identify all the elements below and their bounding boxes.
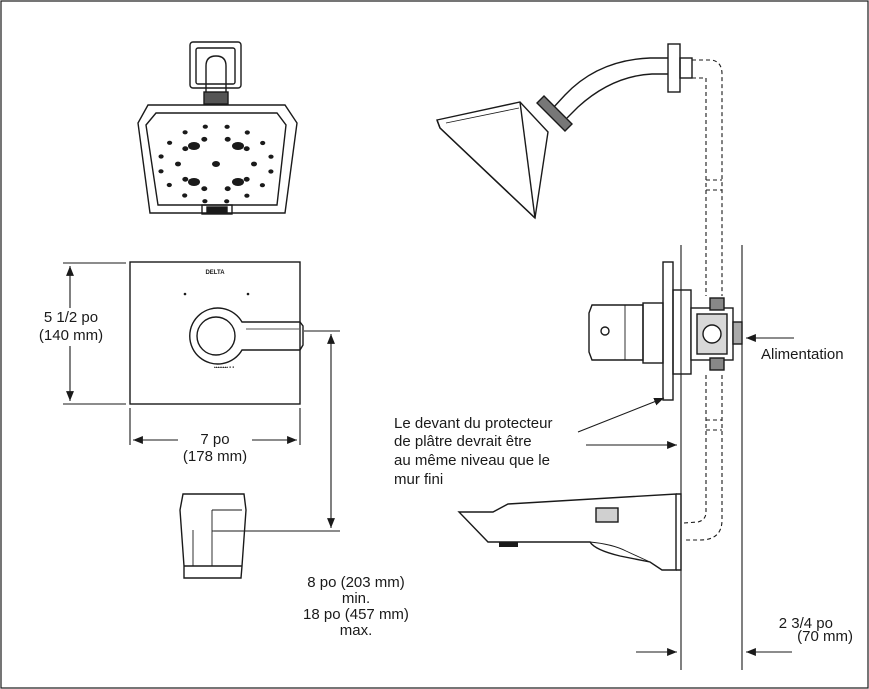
- spray-nozzle: [166, 182, 172, 188]
- temperature-marks: ▴▴▴▴▴▴▴▴ ● ●: [214, 365, 234, 369]
- valve-trim-front-view: DELTA ▴▴▴▴▴▴▴▴ ● ●: [129, 261, 304, 405]
- finished-wall: [680, 245, 743, 670]
- spray-nozzle: [232, 142, 244, 150]
- spray-nozzle: [260, 140, 266, 146]
- spray-nozzle: [232, 178, 244, 186]
- spray-nozzle: [202, 124, 208, 129]
- spray-nozzle: [182, 193, 188, 198]
- spray-nozzle: [175, 161, 181, 167]
- brand-label: DELTA: [205, 270, 225, 276]
- height-label-bg: [28, 308, 118, 346]
- spray-nozzle: [158, 169, 164, 174]
- spray-nozzle: [224, 136, 231, 142]
- spray-nozzle: [244, 193, 250, 198]
- spout-min-word: min.: [342, 590, 370, 607]
- spout-min-label: 8 po (203 mm): [307, 574, 405, 591]
- supply-label: Alimentation: [761, 346, 844, 363]
- depth-label-mm: (70 mm): [797, 628, 853, 645]
- height-label-in: 5 1/2 po: [44, 309, 98, 326]
- supply-pipe-hidden: [683, 59, 723, 541]
- spray-nozzle: [259, 183, 265, 188]
- spray-nozzle: [243, 146, 250, 152]
- spray-nozzle: [201, 186, 208, 192]
- valve-side-view: [588, 261, 743, 401]
- spray-nozzle: [167, 140, 173, 145]
- width-label-in: 7 po: [200, 431, 229, 448]
- spray-nozzle: [182, 176, 189, 182]
- spray-nozzle: [182, 146, 189, 152]
- spout-distance-dimension: [214, 330, 340, 532]
- spray-nozzle: [212, 161, 220, 167]
- tub-spout-front-view: [179, 493, 247, 579]
- spray-nozzle: [244, 130, 250, 135]
- depth-label-in: 2 3/4 po: [779, 615, 833, 632]
- spray-nozzle: [158, 154, 164, 159]
- plaster-note-line-3: au même niveau que le: [394, 452, 550, 469]
- width-label-mm: (178 mm): [183, 448, 247, 465]
- spray-nozzle: [251, 161, 257, 167]
- height-label-mm: (140 mm): [39, 327, 103, 344]
- tub-spout-side-view: [457, 493, 682, 571]
- spray-nozzle: [202, 199, 208, 204]
- spray-nozzle: [201, 136, 208, 142]
- spray-nozzle: [224, 199, 230, 204]
- spray-nozzle: [268, 154, 274, 159]
- spray-nozzle: [188, 142, 200, 150]
- spray-nozzle: [268, 169, 274, 174]
- plaster-note-leaders: [577, 397, 677, 449]
- spray-nozzle: [182, 130, 188, 135]
- spray-nozzle: [243, 176, 250, 182]
- showerhead-side-view: [436, 43, 693, 220]
- spray-nozzle: [224, 186, 231, 192]
- plaster-note-line-4: mur fini: [394, 471, 443, 488]
- spout-max-word: max.: [340, 622, 373, 639]
- width-label-bg: [178, 428, 252, 464]
- spray-nozzle: [224, 124, 230, 129]
- plaster-note-line-2: de plâtre devrait être: [394, 433, 532, 450]
- spout-max-label: 18 po (457 mm): [303, 606, 409, 623]
- showerhead-front-view: [137, 41, 298, 215]
- spray-nozzle: [188, 178, 200, 186]
- spout-min-bg: [305, 573, 405, 587]
- plaster-note-line-1: Le devant du protecteur: [394, 415, 552, 432]
